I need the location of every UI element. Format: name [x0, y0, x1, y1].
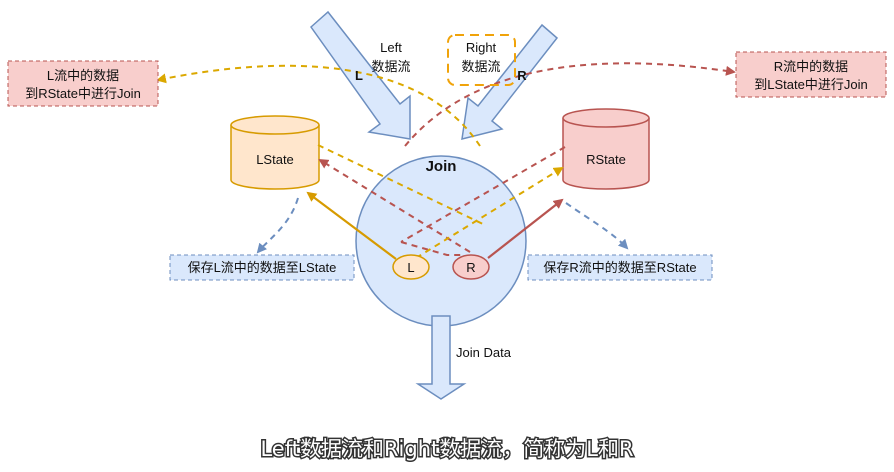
- subtitle-caption: Left数据流和Right数据流，简称为L和R: [260, 437, 633, 461]
- save-left-dashed-curve: [256, 197, 299, 254]
- right-join-note-box: [735, 51, 887, 98]
- left-join-note-box: [7, 60, 159, 107]
- left-stream-label-2: 数据流: [371, 59, 410, 74]
- right-join-note-line2: 到LState中进行Join: [754, 77, 867, 92]
- lstate-probe-dashed: [317, 144, 486, 226]
- left-to-note-dashed-curve: [156, 64, 481, 147]
- right-join-note-line1: R流中的数据: [774, 59, 848, 74]
- save-left-note: 保存L流中的数据至LState: [188, 260, 337, 275]
- rstate-store: [562, 108, 650, 190]
- save-right-note-box: [527, 254, 713, 281]
- save-right-note: 保存R流中的数据至RState: [543, 260, 696, 275]
- left-join-note-line1: L流中的数据: [47, 68, 119, 83]
- join-title: Join: [426, 158, 457, 175]
- r-node-label: R: [466, 260, 475, 275]
- l-write-lstate-arrow: [306, 191, 397, 260]
- right-to-note-dashed-curve: [404, 62, 736, 147]
- r-node: [452, 254, 490, 280]
- save-right-dashed-curve: [565, 202, 629, 250]
- l-node-label: L: [407, 260, 414, 275]
- left-stream-tag: L: [355, 68, 363, 83]
- lstate-store: [230, 115, 320, 190]
- l-node: [392, 254, 430, 280]
- join-data-output-arrow: [415, 315, 467, 400]
- right-stream-label-2: 数据流: [461, 59, 500, 74]
- join-operator-circle: [355, 155, 527, 327]
- left-stream-arrow: [309, 10, 411, 140]
- r-write-rstate-arrow: [487, 198, 564, 259]
- left-stream-label-1: Left: [380, 40, 402, 55]
- right-stream-label-1: Right: [466, 40, 497, 55]
- right-stream-arrow: [461, 23, 559, 140]
- right-stream-label-box: [447, 34, 516, 86]
- join-data-label: Join Data: [456, 345, 512, 360]
- r-to-lstate-dashed: [318, 158, 471, 253]
- left-join-note-line2: 到RState中进行Join: [25, 86, 141, 101]
- save-left-note-box: [169, 254, 355, 281]
- right-stream-tag: R: [517, 68, 527, 83]
- rstate-label: RState: [586, 152, 626, 167]
- lstate-label: LState: [256, 152, 294, 167]
- rstate-probe-to-r-line-end: [400, 241, 465, 256]
